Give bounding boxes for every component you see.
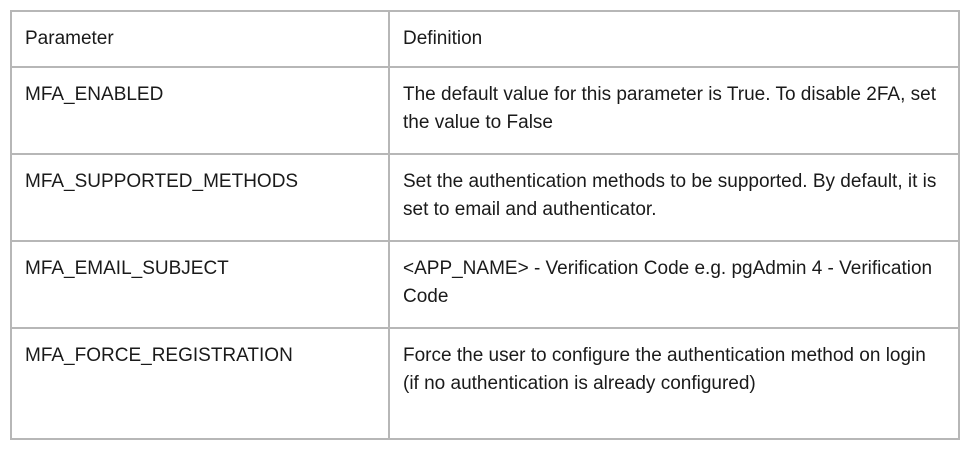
table-row: MFA_SUPPORTED_METHODS Set the authentica… (10, 153, 960, 242)
parameter-table-container: Parameter Definition MFA_ENABLED The def… (10, 10, 960, 440)
parameter-cell: MFA_ENABLED (10, 66, 390, 155)
definition-cell: Set the authentication methods to be sup… (388, 153, 960, 242)
table-row: MFA_EMAIL_SUBJECT <APP_NAME> - Verificat… (10, 240, 960, 329)
header-parameter: Parameter (10, 10, 390, 68)
parameter-cell: MFA_EMAIL_SUBJECT (10, 240, 390, 329)
header-definition: Definition (388, 10, 960, 68)
parameter-cell: MFA_FORCE_REGISTRATION (10, 327, 390, 440)
parameter-cell: MFA_SUPPORTED_METHODS (10, 153, 390, 242)
parameter-table: Parameter Definition MFA_ENABLED The def… (10, 10, 960, 440)
definition-cell: <APP_NAME> - Verification Code e.g. pgAd… (388, 240, 960, 329)
definition-cell: Force the user to configure the authenti… (388, 327, 960, 440)
table-row: MFA_FORCE_REGISTRATION Force the user to… (10, 327, 960, 440)
table-row: MFA_ENABLED The default value for this p… (10, 66, 960, 155)
definition-cell: The default value for this parameter is … (388, 66, 960, 155)
table-header-row: Parameter Definition (10, 10, 960, 68)
